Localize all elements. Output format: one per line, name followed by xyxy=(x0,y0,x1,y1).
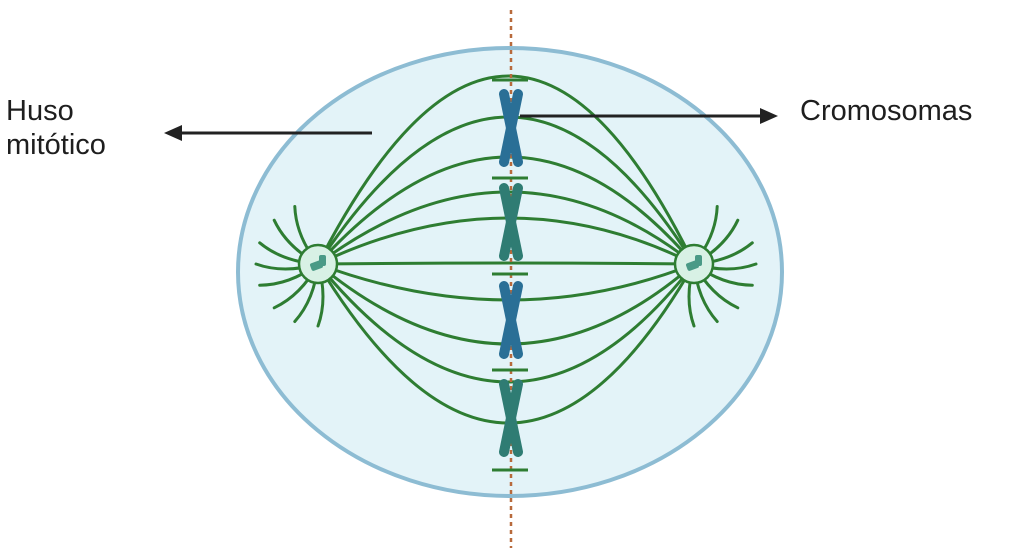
centrosome-right xyxy=(675,245,713,283)
chromosome-arrowhead xyxy=(760,108,778,124)
chromosome xyxy=(504,286,518,354)
centriole xyxy=(695,255,702,266)
spindle-label-line2: mitótico xyxy=(6,128,106,162)
chromosomes-label: Cromosomas xyxy=(800,94,972,128)
spindle-label-line1: Huso xyxy=(6,94,106,128)
centrosome-left xyxy=(299,245,337,283)
spindle-arrowhead xyxy=(164,125,182,141)
spindle-fiber xyxy=(318,263,694,264)
centriole xyxy=(319,255,326,266)
chromosome xyxy=(504,384,518,452)
chromosome xyxy=(504,94,518,162)
spindle-label: Huso mitótico xyxy=(6,94,106,162)
chromosome xyxy=(504,188,518,256)
